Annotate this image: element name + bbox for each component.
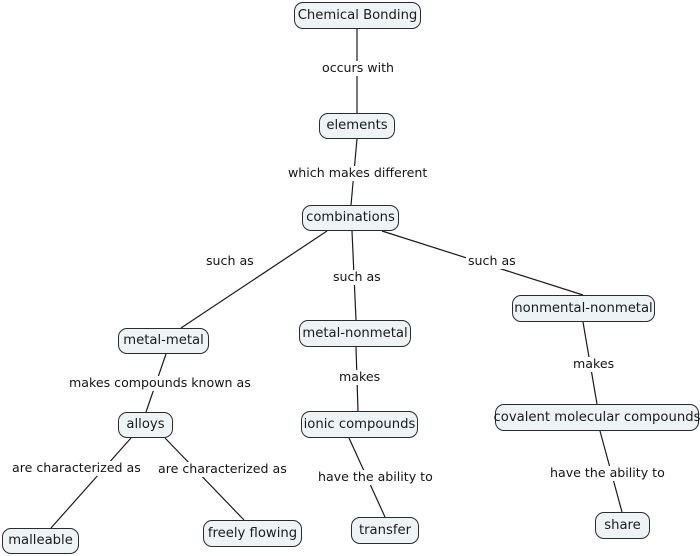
node-nonmental-nonmetal[interactable]: nonmental-nonmetal: [512, 295, 655, 322]
node-elements[interactable]: elements: [319, 113, 395, 139]
edge-label-e10: are characterized as: [156, 461, 289, 477]
node-malleable[interactable]: malleable: [2, 528, 79, 554]
edge-label-e4: such as: [331, 269, 383, 285]
edge-label-e5: such as: [466, 253, 518, 269]
edge-label-e3: such as: [204, 253, 256, 269]
node-transfer[interactable]: transfer: [351, 517, 419, 544]
edge-label-e8: makes: [571, 356, 617, 372]
node-ionic-compounds[interactable]: ionic compounds: [301, 411, 418, 438]
node-combinations[interactable]: combinations: [302, 205, 399, 231]
edge-label-e1: occurs with: [320, 60, 396, 76]
edge-alloys-to-freely-flowing: [164, 437, 245, 521]
node-freely-flowing[interactable]: freely flowing: [203, 520, 302, 547]
node-covalent-molecular-compounds[interactable]: covalent molecular compounds: [494, 404, 700, 431]
edge-label-e9: are characterized as: [10, 460, 143, 476]
edge-alloys-to-malleable: [50, 437, 132, 529]
node-metal-metal[interactable]: metal-metal: [118, 328, 209, 354]
node-metal-nonmetal[interactable]: metal-nonmetal: [299, 320, 411, 347]
edge-label-e2: which makes different: [286, 165, 430, 181]
edge-label-e7: makes: [337, 369, 383, 385]
node-alloys[interactable]: alloys: [118, 412, 173, 438]
edge-label-e6: makes compounds known as: [67, 375, 253, 391]
node-share[interactable]: share: [595, 512, 650, 539]
node-chemical-bonding[interactable]: Chemical Bonding: [294, 2, 421, 29]
edge-label-e12: have the ability to: [548, 465, 667, 481]
edge-combinations-to-metal-metal: [180, 230, 328, 329]
edge-label-e11: have the ability to: [316, 469, 435, 485]
